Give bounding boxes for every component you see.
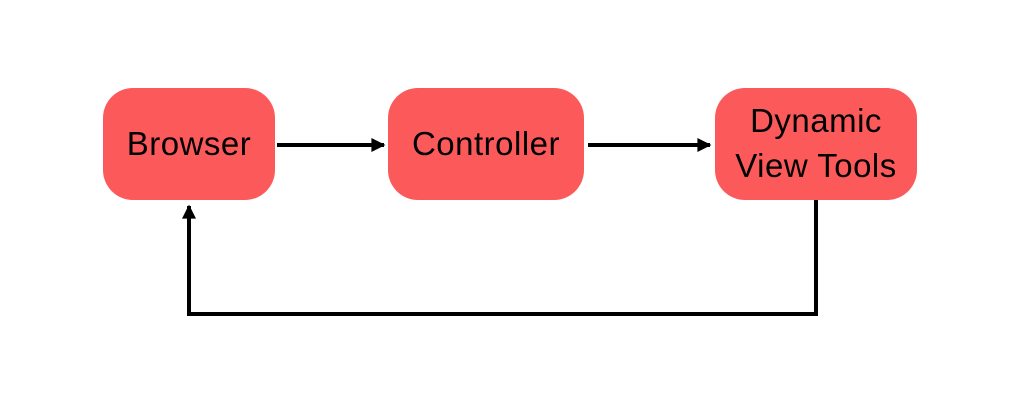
node-controller: Controller	[388, 88, 584, 200]
node-browser-label: Browser	[126, 124, 252, 162]
node-controller-label: Controller	[411, 124, 561, 162]
node-browser: Browser	[103, 88, 275, 200]
arrow-dynamic-view-tools-to-browser-feedback-loop	[182, 200, 818, 316]
node-dynamic-view-tools: Dynamic View Tools	[715, 88, 917, 200]
node-dynamic-view-tools-label: Dynamic View Tools	[735, 102, 897, 184]
